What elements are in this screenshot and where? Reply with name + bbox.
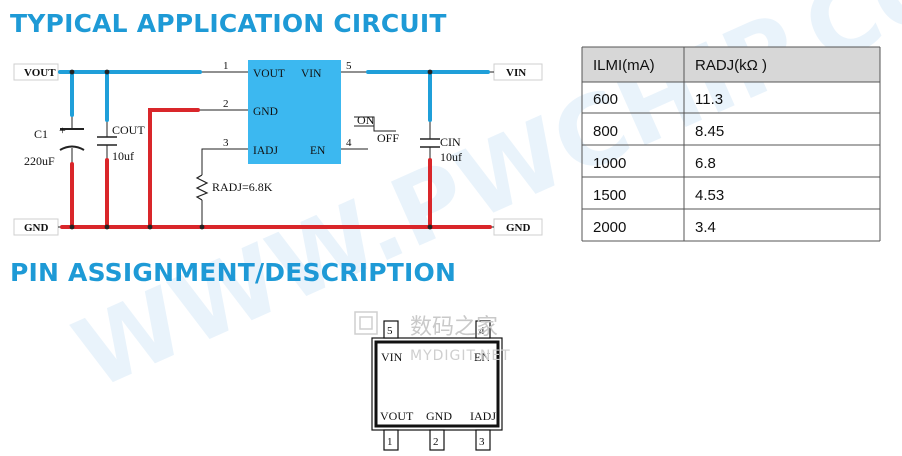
pin-number-1: 1 [223,60,229,72]
cout-capacitor-symbol [97,136,117,146]
circuit-heading: TYPICAL APPLICATION CIRCUIT [10,9,447,38]
svg-text:3: 3 [479,436,485,448]
c1-label: C1 [34,127,48,141]
package-label-gnd: GND [426,409,452,423]
gnd-rail [60,108,492,229]
cin-value: 10uf [440,150,462,164]
ilmi-radj-table: ILMI(mA) RADJ(kΩ ) 600 11.3 800 8.45 100… [581,46,881,242]
package-pin-1: 1 [383,429,399,451]
cin-capacitor-symbol [420,138,440,148]
svg-text:2: 2 [433,436,439,448]
package-label-vout: VOUT [380,409,414,423]
c1-polarity: + [59,123,66,137]
table-cell: 6.8 [695,155,716,172]
package-label-en: EN [474,350,490,364]
svg-text:1: 1 [387,436,393,448]
switch-off-label: OFF [377,131,399,145]
pin-assignment-heading: PIN ASSIGNMENT/DESCRIPTION [10,258,457,287]
junction-dots [69,69,433,230]
svg-text:GND: GND [24,222,49,234]
svg-text:4: 4 [479,325,485,337]
package-pin-2: 2 [429,429,445,451]
vout-rail [58,70,202,122]
table-header-ilmi: ILMI(mA) [593,57,655,74]
chip-pin-en: EN [310,145,326,157]
cout-value: 10uf [112,149,134,163]
pin-number-5: 5 [346,60,352,72]
table-cell: 3.4 [695,219,716,236]
table-cell: 800 [593,123,618,140]
svg-text:GND: GND [506,222,531,234]
vin-terminal: VIN [493,63,543,81]
svg-text:VIN: VIN [506,67,526,79]
package-pin-3: 3 [475,429,491,451]
package-pin-4: 4 [475,320,491,339]
pin-number-4: 4 [346,137,352,149]
table-cell: 1000 [593,155,626,172]
pin-number-3: 3 [223,137,229,149]
table-header-radj: RADJ(kΩ ) [695,57,767,74]
chip-pin-vout: VOUT [253,68,285,80]
radj-label: RADJ=6.8K [212,180,273,194]
table-cell: 11.3 [695,91,723,108]
c1-capacitor-symbol [59,128,85,151]
table-cell: 4.53 [695,187,724,204]
chip-pin-gnd: GND [253,106,278,118]
package-label-iadj: IADJ [470,409,496,423]
en-switch-symbol [354,116,396,132]
gnd-terminal-left: GND [13,218,59,236]
svg-text:VOUT: VOUT [24,67,56,79]
table-cell: 2000 [593,219,626,236]
c1-value: 220uF [24,154,55,168]
svg-text:5: 5 [387,325,393,337]
regulator-chip: VOUT GND IADJ EN VIN [248,60,341,164]
cin-label: CIN [440,135,461,149]
chip-pin-vin: VIN [301,68,322,80]
svg-text:MYDIGIT.NET: MYDIGIT.NET [410,348,511,364]
radj-resistor-symbol [195,174,209,201]
vout-terminal: VOUT [13,63,59,81]
table-cell: 1500 [593,187,626,204]
gnd-terminal-right: GND [493,218,543,236]
package-label-vin: VIN [381,350,403,364]
package-pin-5: 5 [383,320,399,339]
table-cell: 8.45 [695,123,724,140]
cout-label: COUT [112,123,145,137]
table-cell: 600 [593,91,618,108]
svg-text:数码之家: 数码之家 [410,315,498,340]
site-logo-watermark: 数码之家 MYDIGIT.NET [354,311,511,364]
chip-pin-iadj: IADJ [253,145,278,157]
vin-rail [366,70,490,122]
pin-number-2: 2 [223,98,229,110]
switch-on-label: ON [357,113,375,127]
